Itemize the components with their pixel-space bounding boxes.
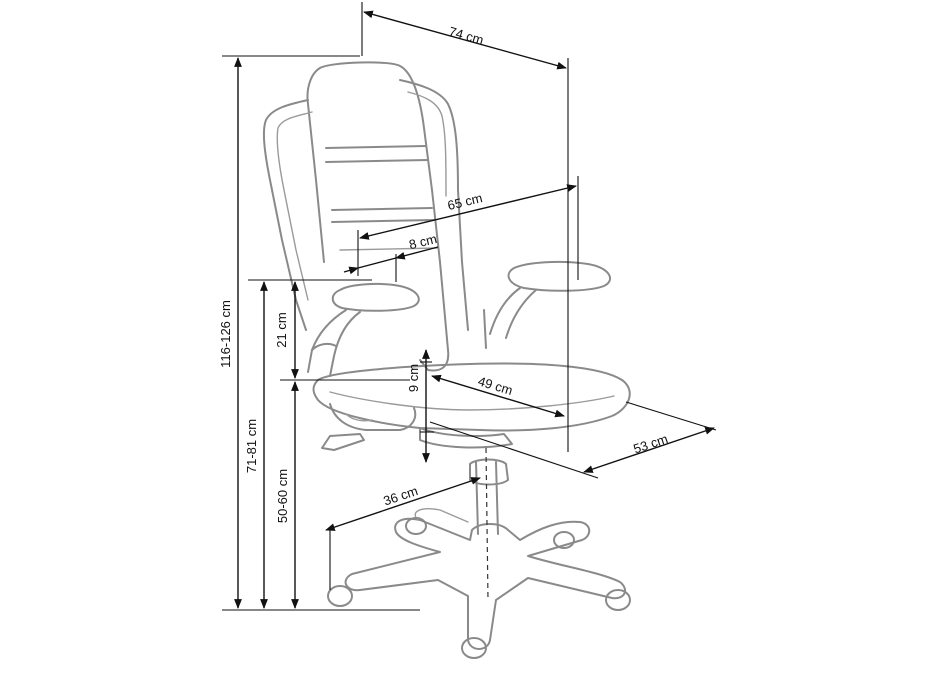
chair-illustration: [262, 61, 631, 659]
dimension-total-depth: 74 cm: [363, 10, 567, 70]
label-seat-width: 53 cm: [631, 431, 669, 456]
label-seat-depth: 49 cm: [476, 373, 514, 398]
label-armrest-height-above-seat: 21 cm: [274, 312, 289, 347]
caster: [461, 637, 487, 659]
seat: [312, 362, 631, 432]
caster: [553, 531, 575, 549]
label-seat-adjust: 9 cm: [406, 364, 421, 392]
label-total-height: 116-126 cm: [218, 300, 233, 368]
center-axis: [485, 447, 489, 601]
label-seat-height: 50-60 cm: [275, 469, 290, 523]
dimension-armrest-height: 71-81 cm: [244, 281, 268, 609]
label-total-depth: 74 cm: [447, 24, 485, 48]
dimension-base-radius: 36 cm: [325, 477, 481, 531]
dimension-seat-height: 50-60 cm: [275, 381, 299, 609]
dimension-armrest-span: 65 cm: [359, 184, 577, 240]
backrest-wing-right: [399, 79, 469, 331]
gas-lever: [321, 433, 365, 451]
dimension-seat-width: 53 cm: [583, 427, 715, 473]
dimension-armrest-width: 8 cm: [343, 231, 439, 275]
extension-lines: [222, 2, 717, 611]
caster: [327, 585, 353, 607]
star-base: [344, 517, 627, 650]
caster: [605, 589, 631, 611]
armrest-right: [507, 260, 612, 292]
label-armrest-width: 8 cm: [408, 231, 439, 252]
dimension-seat-adjust: 9 cm: [406, 349, 430, 463]
label-armrest-height: 71-81 cm: [244, 419, 259, 473]
backrest-wing-left: [262, 99, 309, 331]
dimension-armrest-height-above-seat: 21 cm: [274, 281, 299, 379]
dimension-total-height: 116-126 cm: [218, 57, 242, 609]
backrest-outline: [319, 61, 450, 372]
armrest-left: [331, 282, 420, 312]
caster: [405, 517, 427, 535]
